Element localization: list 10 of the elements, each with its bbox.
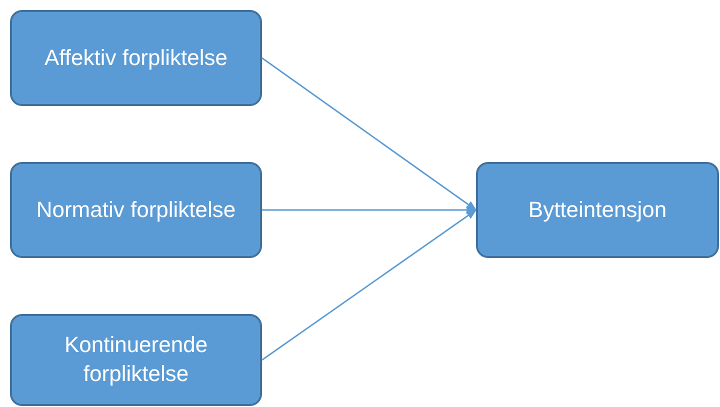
process-box (476, 162, 719, 258)
box-label: Bytteintensjon (528, 196, 667, 224)
box-label: Kontinuerende forpliktelse (63, 331, 209, 388)
box-label: Normativ forpliktelse (36, 196, 236, 224)
arrow (262, 209, 477, 361)
process-box (10, 162, 262, 258)
process-box (10, 10, 262, 106)
box-label: Affektiv forpliktelse (44, 44, 228, 72)
arrow (262, 57, 477, 211)
process-box (10, 314, 262, 406)
